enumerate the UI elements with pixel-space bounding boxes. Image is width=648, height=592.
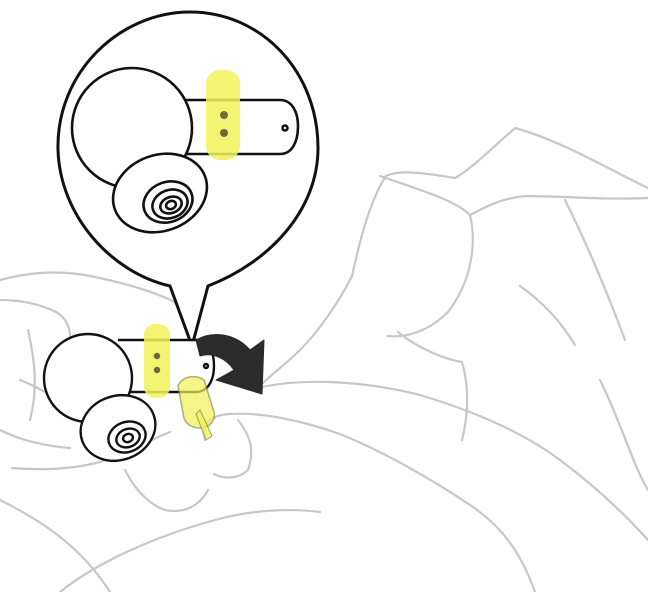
- magnified-highlight: [206, 70, 240, 160]
- magnified-contact-dot-top: [220, 111, 228, 119]
- left-lower-finger: [125, 470, 208, 511]
- right-forearm: [565, 200, 625, 340]
- left-wrist: [0, 500, 110, 592]
- right-thumb-lower: [204, 414, 535, 592]
- left-thumb: [0, 430, 70, 448]
- earbud-contact-dot-bottom: [154, 367, 160, 373]
- right-hand-wrist-line: [470, 196, 648, 215]
- right-middle-finger: [398, 332, 467, 440]
- earbud-contact-dot-top: [154, 353, 160, 359]
- magnified-contact-dot-bottom: [220, 129, 228, 137]
- earbud-highlight-band: [144, 324, 170, 398]
- earbud-highlight: [144, 324, 170, 398]
- right-knuckle-curve: [520, 286, 575, 345]
- left-hand-side: [28, 330, 35, 420]
- right-thumb-nail: [214, 420, 251, 477]
- right-palm-edge: [600, 380, 648, 490]
- right-thumb-top: [258, 382, 648, 540]
- right-index-finger: [380, 176, 473, 336]
- left-hand-base: [60, 510, 320, 592]
